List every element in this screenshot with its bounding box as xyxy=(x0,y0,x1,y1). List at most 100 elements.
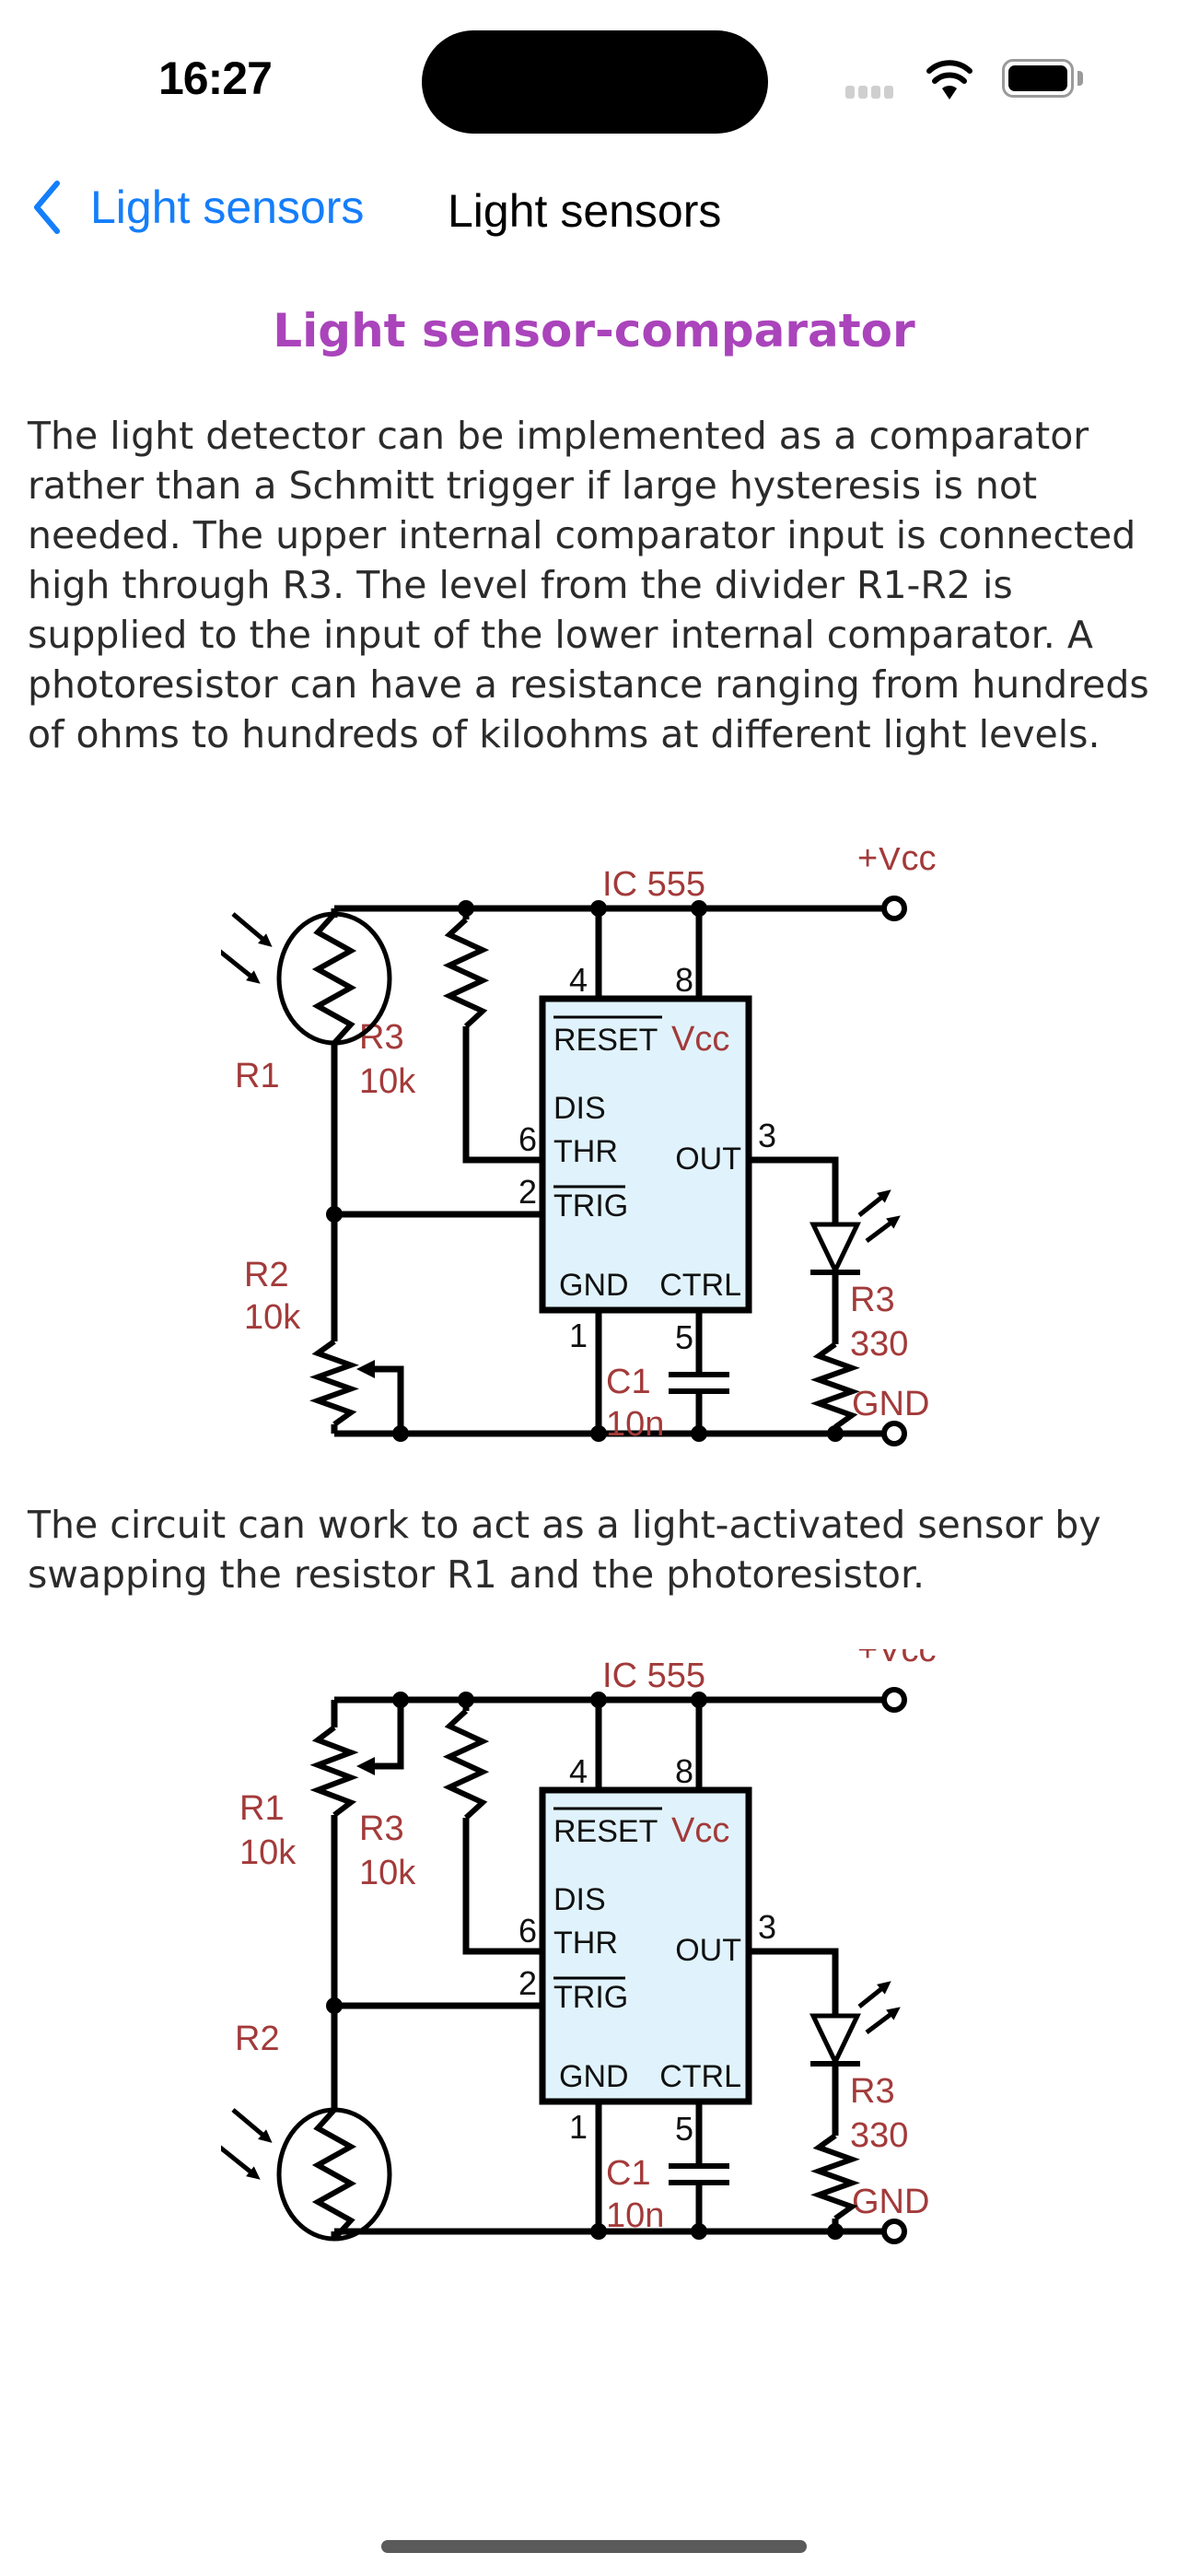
ic-pin-vcc: Vcc xyxy=(671,1020,729,1059)
signal-dots-icon xyxy=(845,86,893,99)
r2-potentiometer xyxy=(309,1339,359,1427)
vcc-terminal xyxy=(881,896,907,921)
led-light-arrow-icon xyxy=(865,2007,901,2034)
junction-dot xyxy=(590,1692,607,1708)
pin-number-6: 6 xyxy=(518,1120,537,1158)
junction-dot xyxy=(827,1425,844,1442)
vcc-label: +Vcc xyxy=(857,1649,937,1669)
pin-number-8: 8 xyxy=(675,1752,693,1790)
ic-555-body xyxy=(539,1786,752,2105)
r3-ref-label: R3 xyxy=(359,1809,404,1848)
ic-pin-dis: DIS xyxy=(553,1091,606,1126)
junction-dot xyxy=(691,2223,707,2240)
r2-ref-label: R2 xyxy=(235,2020,280,2058)
wifi-icon xyxy=(926,60,973,100)
vcc-terminal xyxy=(881,1687,907,1713)
home-indicator[interactable] xyxy=(381,2540,807,2553)
article-paragraph-2: The circuit can work to act as a light-a… xyxy=(28,1503,1101,1597)
pin-number-2: 2 xyxy=(518,1173,537,1211)
light-arrow-icon xyxy=(221,949,261,984)
junction-dot xyxy=(827,2223,844,2240)
pin-number-5: 5 xyxy=(675,1318,693,1356)
r3-resistor xyxy=(442,917,490,1029)
r3-resistor xyxy=(442,1708,490,1821)
ic-pin-reset: RESET xyxy=(553,1814,658,1849)
pin-number-6: 6 xyxy=(518,1912,537,1950)
led-triangle xyxy=(809,2013,861,2067)
r3-value-label: 10k xyxy=(359,1062,416,1101)
ic-pin-gnd: GND xyxy=(559,1268,629,1303)
pin-number-3: 3 xyxy=(758,1117,776,1154)
gnd-label: GND xyxy=(852,2183,929,2221)
junction-dot xyxy=(590,900,607,917)
wiper-arrow-icon xyxy=(356,1757,375,1775)
pin-number-1: 1 xyxy=(569,1317,588,1354)
thr-wire xyxy=(462,1818,542,1955)
led-resistor xyxy=(810,1341,860,1430)
c1-value-label: 10n xyxy=(606,2196,664,2235)
back-label: Light sensors xyxy=(90,181,365,233)
r1-value-label: 10k xyxy=(239,1833,297,1872)
chevron-left-icon xyxy=(34,181,60,234)
article-heading: Light sensor-comparator xyxy=(273,304,915,357)
c1-ref-label: C1 xyxy=(606,2154,651,2193)
out-wire xyxy=(749,1948,839,2016)
photoresistor-r2-zigzag xyxy=(311,2107,357,2242)
c1-value-label: 10n xyxy=(606,1405,664,1444)
wiper-arrow-icon xyxy=(356,1360,375,1378)
led-resistor xyxy=(810,2133,860,2221)
r1-ref-label: R1 xyxy=(239,1789,285,1828)
ic-555-body xyxy=(539,995,752,1314)
ic-pin-dis: DIS xyxy=(553,1882,606,1917)
ic-pin-out: OUT xyxy=(675,1933,741,1968)
photoresistor-r1-zigzag xyxy=(311,911,357,1046)
ic-pin-out: OUT xyxy=(675,1142,741,1177)
led-resistor-ref-label: R3 xyxy=(850,1281,895,1319)
led-light-arrow-icon xyxy=(857,1189,891,1217)
r2-wiper-wire xyxy=(371,1365,404,1434)
r2-value-label: 10k xyxy=(244,1298,301,1337)
pin-number-8: 8 xyxy=(675,961,693,999)
r3-ref-label: R3 xyxy=(359,1018,404,1057)
junction-dot xyxy=(392,1692,409,1708)
light-arrow-icon xyxy=(231,2108,273,2143)
gnd-label: GND xyxy=(852,1385,929,1423)
nav-title: Light sensors xyxy=(448,185,722,237)
r2-ref-label: R2 xyxy=(244,1256,289,1294)
status-bar: 16:27 xyxy=(0,0,1188,138)
ic-pin-trig: TRIG xyxy=(553,1980,628,2015)
ic-pin-ctrl: CTRL xyxy=(659,2059,741,2094)
c1-ref-label: C1 xyxy=(606,1363,651,1401)
ic-pin-gnd: GND xyxy=(559,2059,629,2094)
ic-pin-thr: THR xyxy=(553,1134,618,1169)
ic-label: IC 555 xyxy=(602,865,705,904)
pin-number-2: 2 xyxy=(518,1964,537,2002)
led-light-arrow-icon xyxy=(857,1981,891,2008)
led-light-arrow-icon xyxy=(865,1215,901,1243)
gnd-terminal xyxy=(881,2219,907,2244)
back-button[interactable]: Light sensors xyxy=(31,180,364,235)
pin-number-5: 5 xyxy=(675,2110,693,2148)
ic-pin-vcc: Vcc xyxy=(671,1811,729,1850)
vcc-label: +Vcc xyxy=(857,848,937,878)
r1-potentiometer xyxy=(309,1725,359,1818)
thr-wire xyxy=(462,1026,542,1164)
status-time: 16:27 xyxy=(158,53,273,104)
pin-number-4: 4 xyxy=(569,1752,588,1790)
out-wire xyxy=(749,1156,839,1224)
r3-value-label: 10k xyxy=(359,1854,416,1892)
junction-dot xyxy=(590,1425,607,1442)
led-resistor-value-label: 330 xyxy=(850,2116,908,2155)
junction-dot xyxy=(392,1425,409,1442)
pin-number-1: 1 xyxy=(569,2108,588,2146)
battery-icon xyxy=(1002,59,1074,98)
light-arrow-icon xyxy=(231,912,273,947)
led-triangle xyxy=(809,1222,861,1276)
led-resistor-value-label: 330 xyxy=(850,1325,908,1364)
pin-number-3: 3 xyxy=(758,1908,776,1946)
pin-number-4: 4 xyxy=(569,961,588,999)
article-paragraph-1: The light detector can be implemented as… xyxy=(28,414,1149,756)
r1-wiper-wire xyxy=(371,1700,404,1770)
led-resistor-ref-label: R3 xyxy=(850,2072,895,2111)
